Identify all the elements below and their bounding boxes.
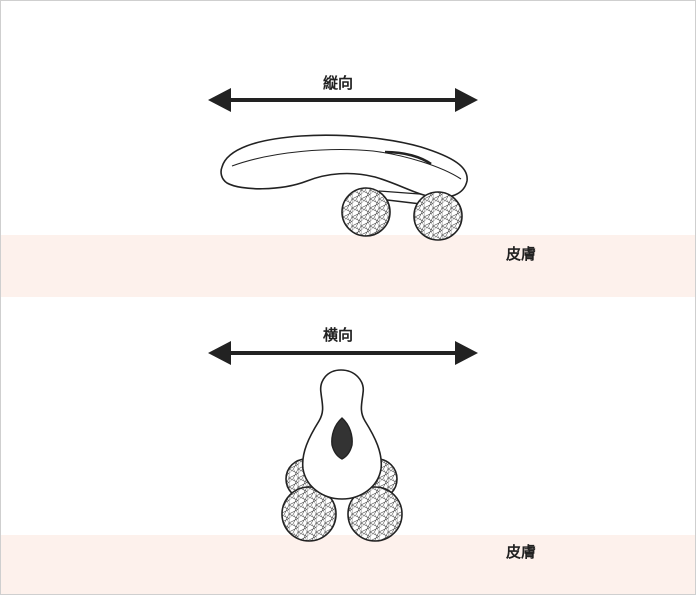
skin-label-bottom: 皮膚 [506,543,537,561]
device-front-view-icon [281,369,403,542]
skin-band-top [1,235,695,297]
double-arrow-icon-bottom [208,341,478,365]
skin-band-bottom [1,535,695,594]
double-arrow-icon-top [208,88,478,112]
skin-label-top: 皮膚 [506,245,537,263]
direction-label-vertical: 縦向 [323,74,354,92]
direction-label-horizontal: 横向 [323,326,354,344]
device-side-view-icon [220,134,468,241]
